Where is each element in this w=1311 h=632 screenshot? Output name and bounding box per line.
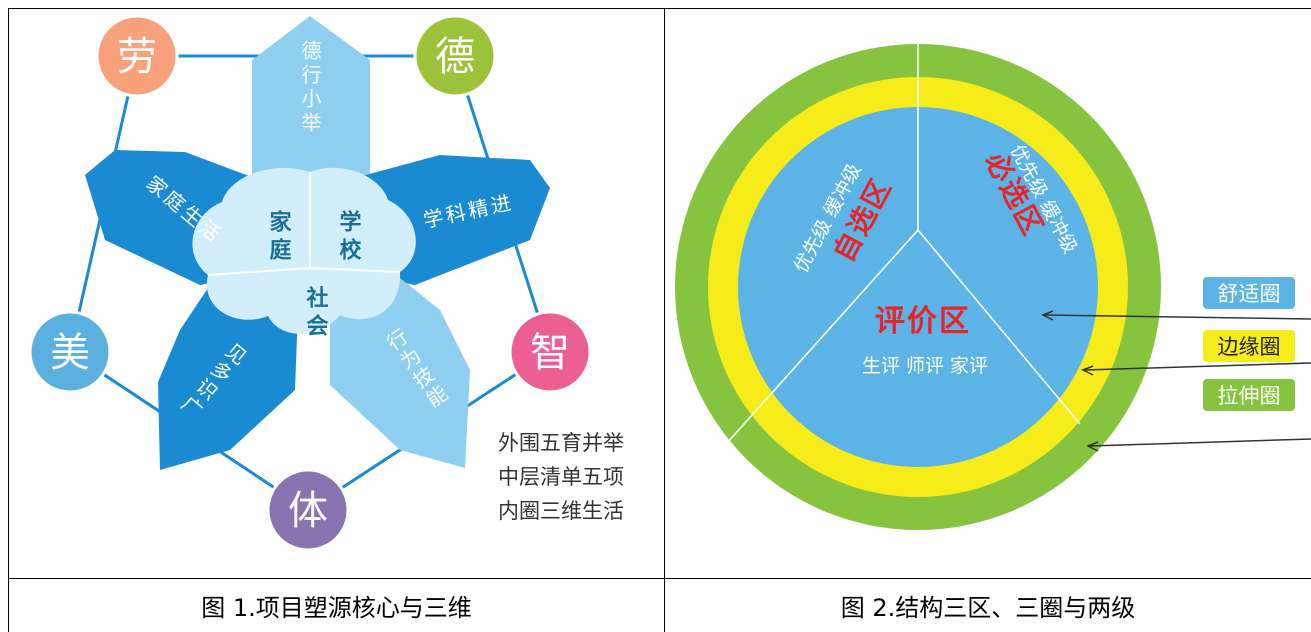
table-border-top (8, 8, 1311, 9)
note-middle: 中层清单五项 (498, 465, 624, 489)
table-border-left (8, 8, 9, 632)
legend-arrows (1041, 310, 1311, 452)
inner-dividers (207, 172, 401, 276)
node-mei-label: 美 (50, 330, 90, 376)
table-border-caption-row (8, 578, 1311, 579)
node-de: 德 (413, 14, 497, 98)
node-ti: 体 (266, 468, 350, 552)
figure2-diagram: 优先级 缓冲级 自选区 必选区 优先级 缓冲级 评价区 生评 师评 家评 (675, 44, 1311, 530)
eval-zone-label: 评价区 (875, 304, 971, 339)
legend-edge: 边缘圈 (1203, 330, 1295, 362)
figure1-caption: 图 1.项目塑源核心与三维 (201, 593, 472, 622)
comfort-circle (738, 107, 1098, 467)
node-lao-label: 劳 (117, 34, 157, 80)
inner-label-school: 学校 (336, 209, 362, 266)
figure1-diagram: 劳 德 美 智 体 德行小举 学科精进 行为技能 见多识广 家庭生活 家庭 学校… (28, 14, 624, 552)
inner-core (192, 167, 416, 334)
legend-stretch-label: 拉伸圈 (1217, 384, 1281, 408)
node-mei: 美 (28, 310, 112, 394)
legend-comfort-label: 舒适圈 (1217, 282, 1281, 306)
note-outer: 外围五育并举 (498, 431, 624, 455)
petal-bottom-right (330, 278, 470, 468)
zone-dividers (726, 44, 1081, 444)
petal-top-label: 德行小举 (298, 40, 322, 136)
eval-zone-sub: 生评 师评 家评 (862, 355, 988, 377)
note-inner: 内圈三维生活 (498, 499, 624, 523)
legend-stretch: 拉伸圈 (1203, 379, 1295, 411)
node-zhi: 智 (508, 310, 592, 394)
inner-label-family: 家庭 (266, 209, 292, 266)
node-de-label: 德 (435, 34, 475, 80)
node-ti-label: 体 (288, 488, 328, 534)
inner-label-society: 社会 (303, 285, 329, 342)
legend-comfort: 舒适圈 (1203, 277, 1295, 309)
legend-edge-label: 边缘圈 (1217, 335, 1281, 359)
petal-top (252, 16, 370, 178)
petal-bottom-left (158, 288, 298, 470)
node-lao: 劳 (95, 14, 179, 98)
table-border-middle (664, 8, 665, 632)
node-zhi-label: 智 (530, 330, 570, 376)
figure2-caption: 图 2.结构三区、三圈与两级 (840, 593, 1136, 622)
